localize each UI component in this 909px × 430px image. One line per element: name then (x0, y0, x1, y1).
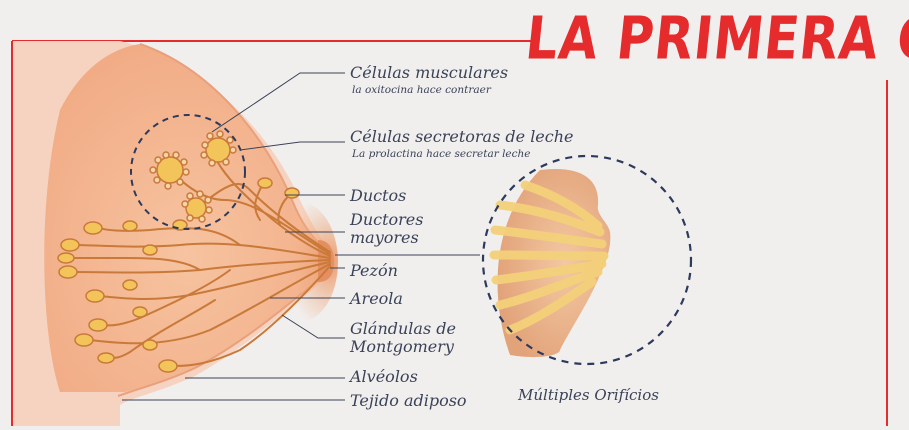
label-glandulas-line1: Glándulas de (350, 319, 456, 338)
zoom-dashed-circle (481, 154, 693, 366)
label-ductos: Ductos (350, 186, 407, 205)
zoom-inset (481, 154, 693, 366)
label-celulas-secretoras: Células secretoras de leche (350, 127, 574, 146)
label-celulas-secretoras-sub: La prolactina hace secretar leche (352, 148, 531, 160)
label-glandulas-line2: Montgomery (350, 337, 454, 356)
label-areola: Areola (350, 289, 403, 308)
label-ductores-mayores-line2: mayores (350, 228, 419, 247)
secretory-cell-clusters (149, 130, 237, 223)
label-alveolos: Alvéolos (350, 367, 418, 386)
page-title: LA PRIMERA GOTA (522, 4, 909, 73)
detail-dashed-circle (130, 114, 246, 230)
leader-lines (122, 72, 480, 401)
label-celulas-musculares: Células musculares (350, 63, 509, 82)
label-multiples-orificios: Múltiples Orifícios (518, 386, 659, 404)
cluster-bottom (181, 190, 213, 223)
label-tejido-adiposo: Tejido adiposo (350, 391, 467, 410)
label-pezon: Pezón (350, 261, 398, 280)
ducts-network (71, 149, 331, 367)
label-celulas-musculares-sub: la oxitocina hace contraer (352, 84, 491, 96)
zoom-ducts (489, 180, 609, 335)
cluster-right (200, 130, 237, 167)
label-ductores-mayores-line1: Ductores (350, 210, 424, 229)
cluster-left (149, 151, 190, 190)
